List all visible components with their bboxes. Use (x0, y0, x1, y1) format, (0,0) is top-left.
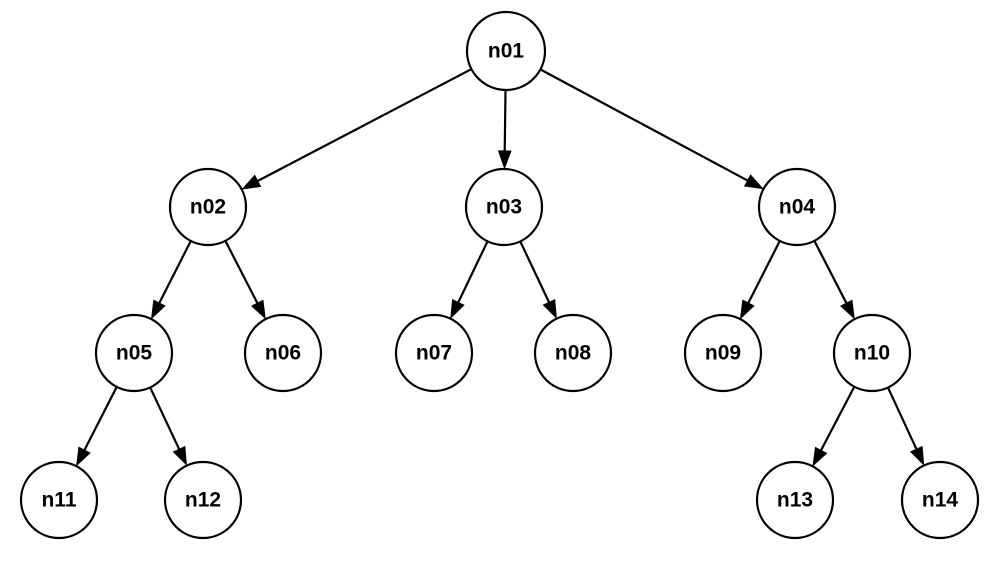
node-circle-n01[interactable] (465, 10, 547, 92)
node-n01[interactable]: n01 (465, 10, 547, 92)
node-circle-n04[interactable] (757, 167, 837, 247)
arrowhead-icon (812, 446, 828, 467)
node-n07[interactable]: n07 (394, 313, 474, 393)
arrowhead-icon (542, 298, 557, 320)
node-n13[interactable]: n13 (755, 460, 835, 540)
arrowhead-icon (241, 174, 262, 190)
node-label-n06: n06 (265, 342, 301, 365)
node-n06[interactable]: n06 (243, 313, 323, 393)
node-n02[interactable]: n02 (168, 167, 248, 247)
node-circle-n08[interactable] (533, 313, 613, 393)
edge-n10-to-n13 (812, 387, 855, 467)
edge-n03-to-n07 (450, 241, 489, 320)
arrowhead-icon (739, 299, 755, 320)
arrowhead-icon (743, 174, 764, 190)
arrowhead-icon (150, 299, 166, 320)
node-circle-n09[interactable] (683, 313, 763, 393)
node-label-n13: n13 (777, 489, 813, 512)
node-n11[interactable]: n11 (19, 460, 99, 540)
node-circle-n11[interactable] (19, 460, 99, 540)
arrowhead-icon (910, 445, 925, 466)
edge-n10-to-n14 (887, 387, 925, 466)
edge-n05-to-n12 (149, 387, 188, 467)
node-label-n04: n04 (779, 196, 816, 219)
node-n05[interactable]: n05 (94, 313, 174, 393)
node-n08[interactable]: n08 (533, 313, 613, 393)
node-label-n07: n07 (416, 342, 452, 365)
node-circle-n02[interactable] (168, 167, 248, 247)
node-label-n12: n12 (185, 489, 221, 512)
edge-n03-to-n08 (519, 241, 557, 320)
node-circle-n10[interactable] (832, 313, 912, 393)
edge-n02-to-n06 (224, 241, 266, 320)
node-label-n08: n08 (555, 342, 592, 365)
edges-layer (76, 68, 925, 467)
node-label-n11: n11 (41, 489, 76, 512)
node-circle-n05[interactable] (94, 313, 174, 393)
node-circle-n14[interactable] (900, 460, 980, 540)
node-circle-n07[interactable] (394, 313, 474, 393)
edge-n05-to-n11 (76, 387, 118, 467)
arrowhead-icon (450, 299, 465, 320)
node-label-n10: n10 (854, 342, 890, 365)
node-circle-n06[interactable] (243, 313, 323, 393)
edge-n04-to-n09 (739, 241, 781, 320)
node-label-n05: n05 (116, 342, 153, 365)
arrowhead-icon (76, 446, 91, 467)
node-label-n01: n01 (488, 40, 525, 63)
edge-n04-to-n10 (813, 241, 855, 320)
edge-n01-to-n02 (241, 68, 472, 190)
node-n04[interactable]: n04 (757, 167, 837, 247)
node-label-n02: n02 (190, 196, 226, 219)
arrowhead-icon (251, 299, 266, 320)
edge-n01-to-n04 (540, 68, 764, 190)
edge-n02-to-n05 (150, 241, 192, 320)
node-circle-n13[interactable] (755, 460, 835, 540)
node-circle-n03[interactable] (464, 167, 544, 247)
edge-n01-to-n03 (497, 90, 512, 170)
node-n10[interactable]: n10 (832, 313, 912, 393)
node-n12[interactable]: n12 (163, 460, 243, 540)
node-label-n09: n09 (705, 342, 741, 365)
node-label-n14: n14 (922, 489, 959, 512)
node-circle-n12[interactable] (163, 460, 243, 540)
node-n09[interactable]: n09 (683, 313, 763, 393)
arrowhead-icon (497, 150, 512, 170)
node-n03[interactable]: n03 (464, 167, 544, 247)
arrowhead-icon (840, 299, 855, 320)
nodes-layer: n01 n02 n03 n04 n05 n06 n07 n08 n09 n10 n11 n12 n13 n… (19, 10, 980, 540)
arrowhead-icon (172, 445, 188, 467)
node-n14[interactable]: n14 (900, 460, 980, 540)
node-label-n03: n03 (486, 196, 522, 219)
